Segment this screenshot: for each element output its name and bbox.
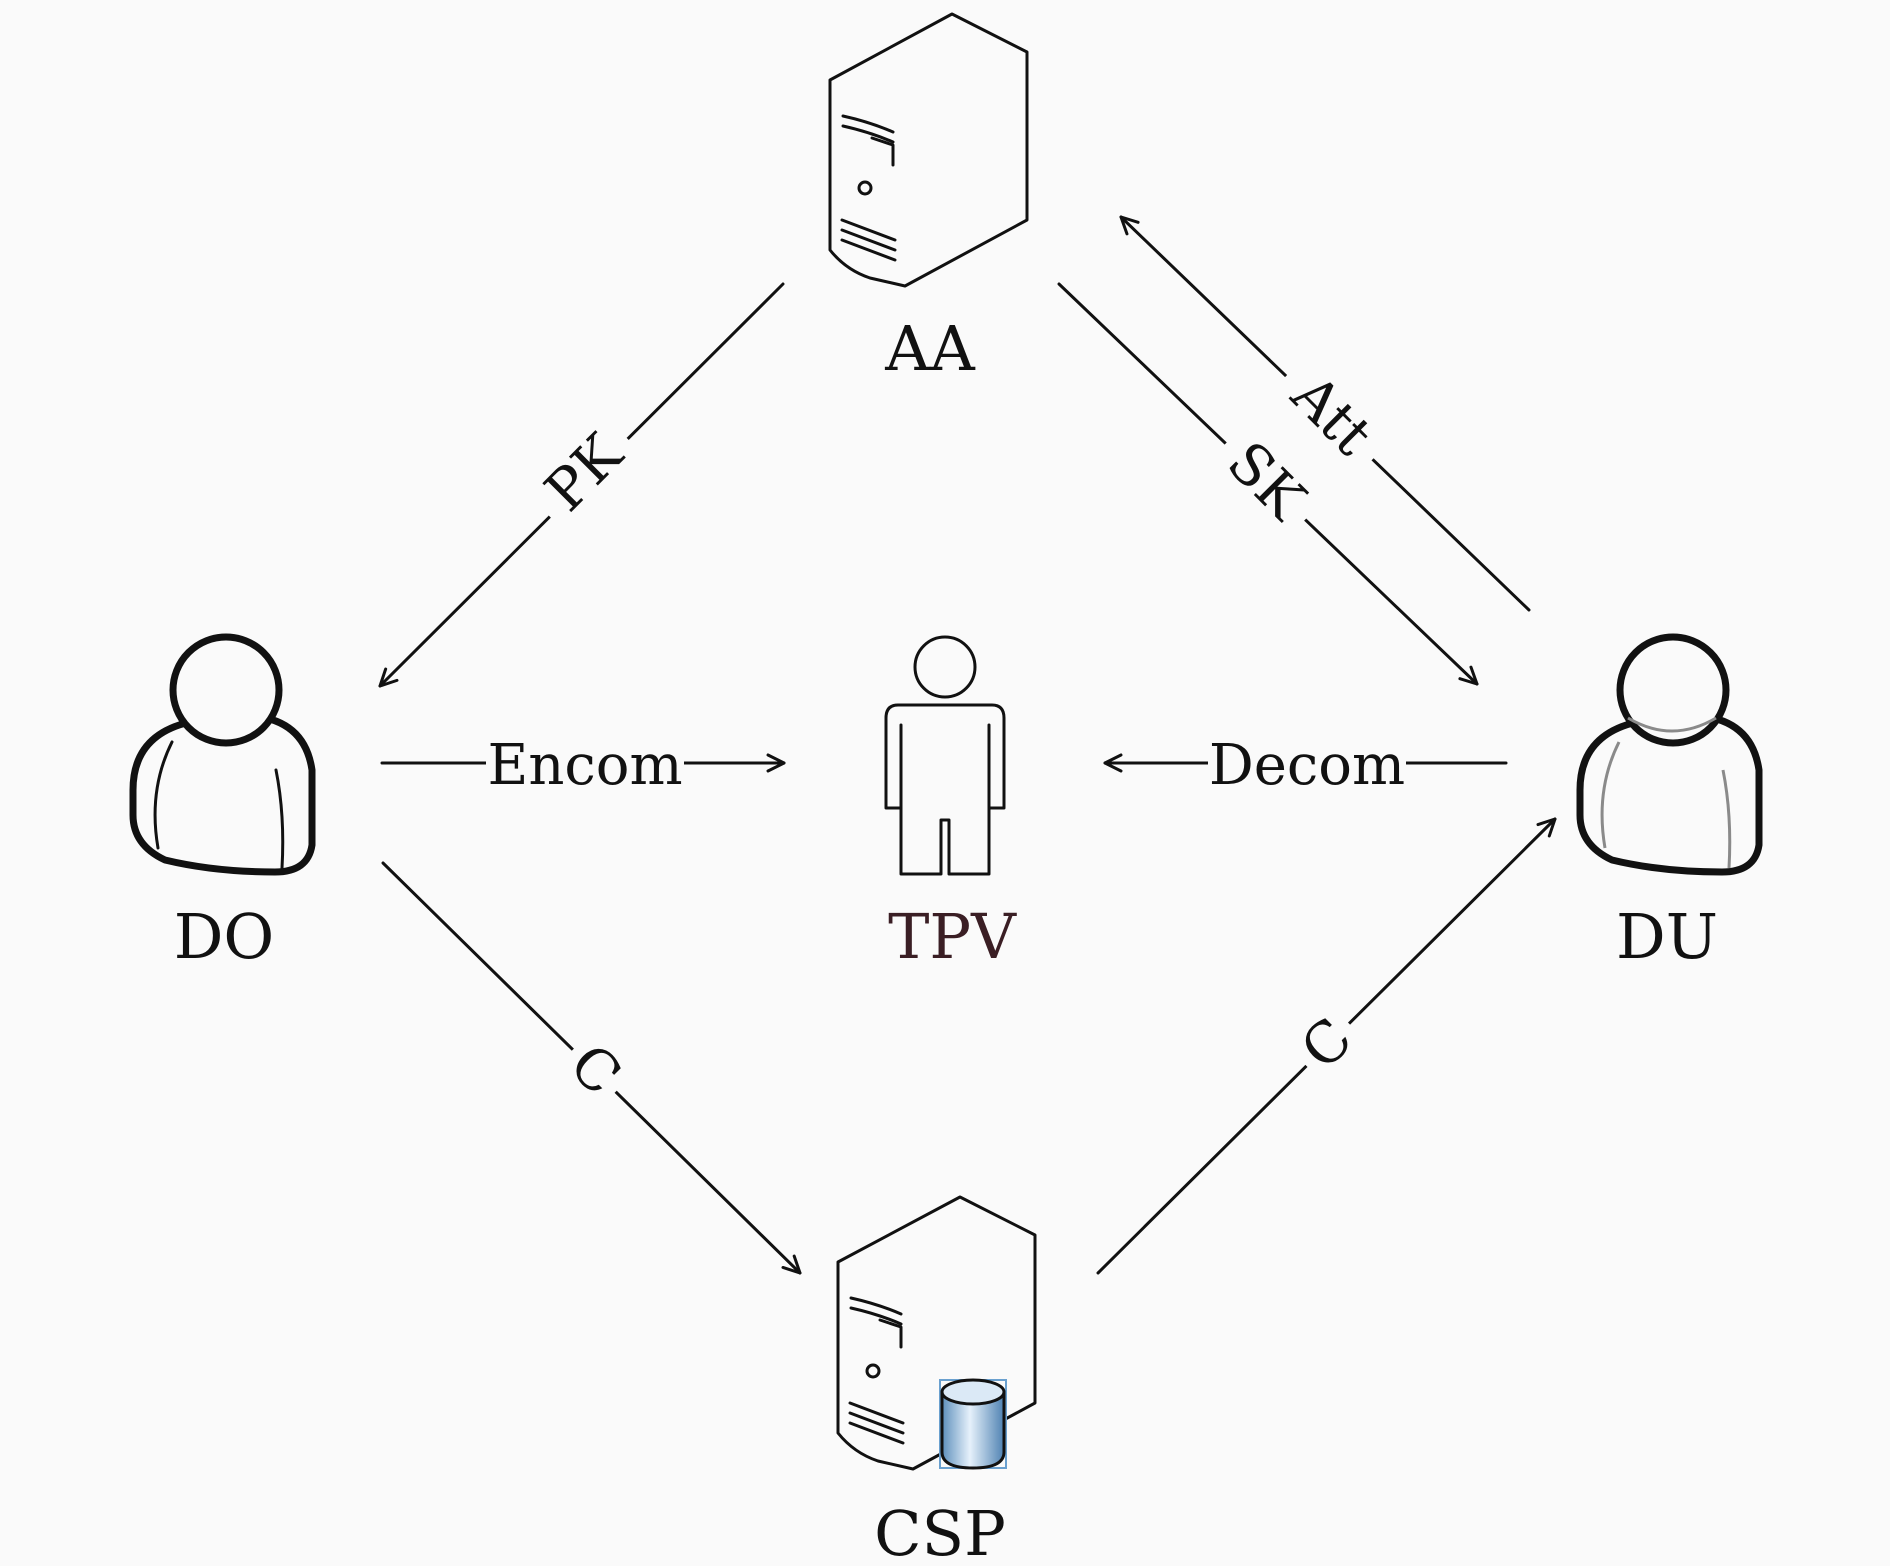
person-icon <box>884 635 1006 876</box>
server-icon <box>836 1195 1037 1471</box>
edge-pk: PK <box>378 282 785 688</box>
edge-sk: SK <box>1057 282 1479 686</box>
node-label-tpv: TPV <box>888 900 1017 973</box>
user-icon <box>129 633 316 876</box>
node-tpv: TPV <box>884 635 1017 973</box>
node-du: DU <box>1576 633 1763 973</box>
server-icon <box>828 12 1029 288</box>
edge-c-right: C <box>1096 817 1557 1275</box>
edge-label-decom: Decom <box>1209 733 1405 798</box>
edge-label-encom: Encom <box>487 733 682 798</box>
node-csp: CSP <box>836 1195 1037 1566</box>
edge-decom: Decom <box>1103 728 1508 800</box>
node-label-do: DO <box>174 900 275 973</box>
node-do: DO <box>129 633 316 973</box>
node-label-csp: CSP <box>874 1497 1006 1566</box>
node-label-du: DU <box>1616 900 1718 973</box>
database-icon <box>939 1378 1007 1470</box>
edge-encom: Encom <box>380 728 786 800</box>
edge-att: Att <box>1119 215 1531 612</box>
node-aa: AA <box>828 12 1029 385</box>
user-icon <box>1576 633 1763 876</box>
edge-c-left: C <box>381 861 802 1275</box>
node-label-aa: AA <box>884 312 976 385</box>
